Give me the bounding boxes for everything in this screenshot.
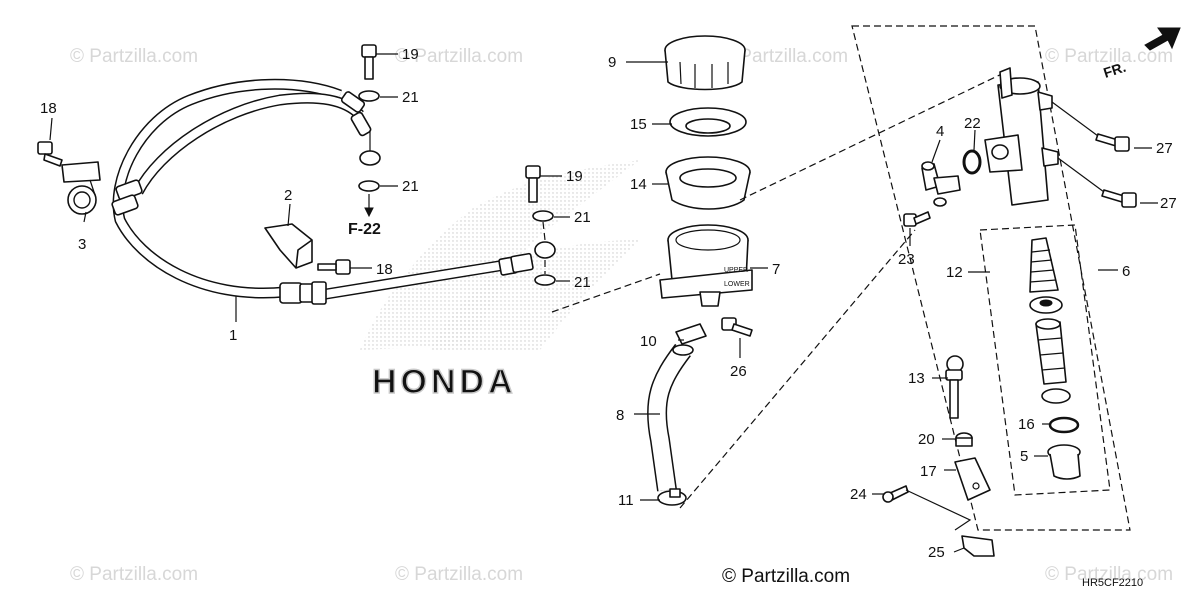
watermark-text: © Partzilla.com (1045, 46, 1173, 67)
callout-18[interactable]: 18 (376, 261, 393, 278)
honda-logo: HONDA (360, 160, 640, 402)
primary-cup (1029, 296, 1063, 314)
callout-24[interactable]: 24 (850, 486, 867, 503)
master-cylinder-body (984, 67, 1059, 206)
o-ring (962, 149, 982, 175)
hose-clamp-upper (675, 323, 707, 345)
callout-23[interactable]: 23 (898, 251, 915, 268)
front-direction-indicator: FR. (1101, 27, 1181, 81)
callout-27[interactable]: 27 (1160, 195, 1177, 212)
hose-bracket (264, 223, 313, 269)
bolt-27-lower (1101, 189, 1137, 208)
front-direction-label: FR. (1101, 59, 1127, 81)
diaphragm (665, 156, 751, 210)
brake-hose (111, 78, 556, 305)
reservoir-bolt (721, 317, 753, 337)
push-rod-nut (955, 432, 973, 447)
reservoir-tank: UPPER LOWER (659, 224, 753, 307)
leader-line (905, 489, 972, 531)
diagram-code: HR5CF2210 (1082, 577, 1143, 589)
callout-15[interactable]: 15 (630, 116, 647, 133)
callout-21[interactable]: 21 (574, 209, 591, 226)
sealing-washer-top (358, 90, 380, 102)
callout-2[interactable]: 2 (284, 187, 292, 204)
callout-18[interactable]: 18 (40, 100, 57, 117)
callout-21[interactable]: 21 (402, 178, 419, 195)
svg-text:LOWER: LOWER (724, 281, 750, 288)
callout-22[interactable]: 22 (964, 115, 981, 132)
joint-pin (882, 485, 909, 503)
bolt-27-upper (1095, 133, 1130, 152)
piston (1035, 318, 1071, 404)
watermark-text: © Partzilla.com (720, 46, 848, 67)
watermark-text: © Partzilla.com (1045, 564, 1173, 585)
watermark-text: © Partzilla.com (395, 46, 523, 67)
callout-26[interactable]: 26 (730, 363, 747, 380)
honda-logo-text: HONDA (372, 363, 517, 401)
bolt-23 (903, 211, 931, 227)
callout-5[interactable]: 5 (1020, 448, 1028, 465)
callout-10[interactable]: 10 (640, 333, 657, 350)
watermark-text: © Partzilla.com (395, 564, 523, 585)
bolt-18-left (37, 141, 63, 167)
callout-17[interactable]: 17 (920, 463, 937, 480)
watermark-text: © Partzilla.com (70, 564, 198, 585)
bolt-18-mid (317, 259, 351, 275)
callout-4[interactable]: 4 (936, 123, 944, 140)
callout-8[interactable]: 8 (616, 407, 624, 424)
sealing-washer-bottom (534, 274, 556, 286)
arrow-head (364, 207, 374, 218)
callout-1[interactable]: 1 (229, 327, 237, 344)
assembly-line (739, 69, 1011, 201)
assembly-line (679, 229, 916, 509)
assembly-line (542, 221, 546, 241)
callout-25[interactable]: 25 (928, 544, 945, 561)
push-rod-joint (954, 457, 991, 501)
snap-ring (1048, 416, 1080, 434)
leader-line (1051, 101, 1099, 137)
callout-19[interactable]: 19 (566, 168, 583, 185)
callout-21[interactable]: 21 (574, 274, 591, 291)
callout-7[interactable]: 7 (772, 261, 780, 278)
callout-16[interactable]: 16 (1018, 416, 1035, 433)
callout-19[interactable]: 19 (402, 46, 419, 63)
callout-3[interactable]: 3 (78, 236, 86, 253)
assembly-line (551, 273, 661, 313)
copyright-notice: © Partzilla.com (722, 566, 850, 587)
callout-12[interactable]: 12 (946, 264, 963, 281)
watermark-layer: © Partzilla.com © Partzilla.com © Partzi… (70, 46, 1173, 585)
reference-f22[interactable]: F-22 (348, 221, 381, 238)
svg-text:UPPER: UPPER (724, 267, 748, 274)
union-bolt-mid (525, 165, 541, 203)
diaphragm-plate (669, 107, 747, 137)
callout-11[interactable]: 11 (618, 492, 634, 509)
watermark-text: © Partzilla.com (70, 46, 198, 67)
callout-27[interactable]: 27 (1156, 140, 1173, 157)
callout-6[interactable]: 6 (1122, 263, 1130, 280)
callout-9[interactable]: 9 (608, 54, 616, 71)
hose-joint (921, 161, 961, 207)
callout-leaders (49, 53, 1158, 553)
callout-21[interactable]: 21 (402, 89, 419, 106)
reservoir-hose (647, 343, 694, 492)
callout-20[interactable]: 20 (918, 431, 935, 448)
cotter-pin (961, 535, 995, 557)
boot (1047, 444, 1081, 480)
push-rod (945, 355, 964, 419)
leader-line (1057, 157, 1105, 193)
callout-13[interactable]: 13 (908, 370, 925, 387)
sealing-washer-lower (358, 180, 380, 192)
hose-clip (61, 161, 101, 215)
hose-clamp-lower (657, 488, 687, 506)
union-bolt-top (361, 44, 377, 80)
reservoir-cap (664, 35, 746, 91)
spring (1029, 237, 1059, 293)
callout-labels: 18 3 2 1 18 19 21 21 F-22 19 21 21 9 15 … (40, 46, 1177, 561)
master-cylinder-frame (851, 25, 1131, 531)
callout-14[interactable]: 14 (630, 176, 647, 193)
sealing-washer-mid (532, 210, 554, 222)
